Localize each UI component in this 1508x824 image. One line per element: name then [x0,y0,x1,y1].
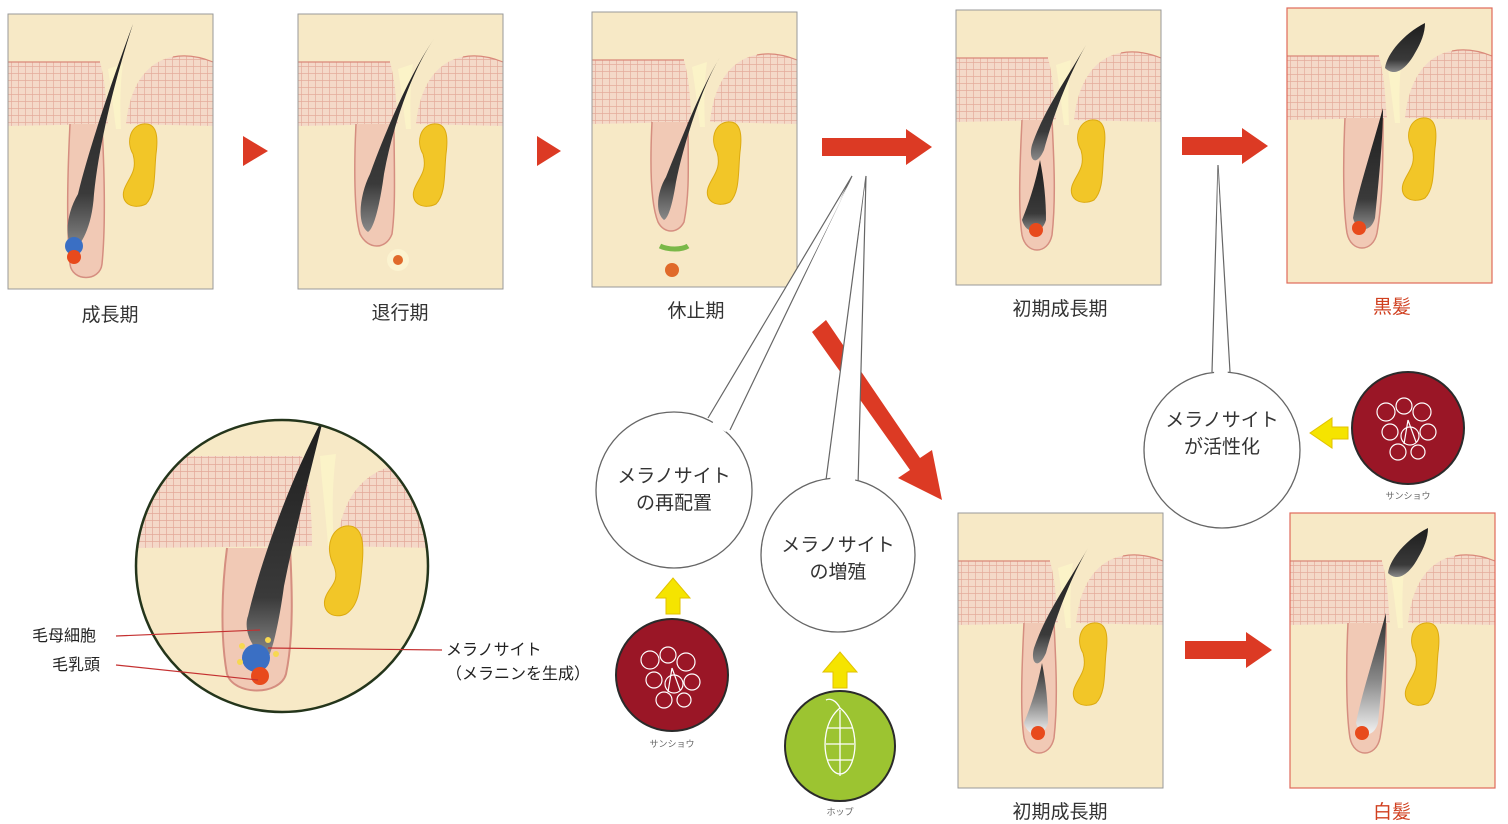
label-early-anagen-bottom: 初期成長期 [1012,801,1108,823]
bubble-proliferation-line1: メラノサイト [781,534,895,556]
bubble-proliferation-line2: の増殖 [809,561,867,583]
sansho-circle-2 [1351,371,1465,485]
label-catagen: 退行期 [371,302,429,324]
panel-early-anagen-bottom [957,512,1164,789]
panel-telogen [591,11,798,288]
bubble-activation [1143,164,1301,529]
panel-early-anagen-top [955,9,1162,286]
annotation-melanocyte-line2: （メラニンを生成） [446,664,591,683]
magnified-follicle [134,418,430,714]
arrow-early-top-to-black [1182,128,1268,164]
arrow-early-bottom-to-white [1185,632,1272,668]
bubble-relocation-line1: メラノサイト [617,465,731,487]
bubble-proliferation-text: メラノサイト の増殖 [768,532,908,586]
bubble-activation-line2: が活性化 [1183,436,1260,458]
bubble-proliferation [760,175,916,633]
panel-anagen [7,13,214,290]
arrow-yellow-hop [821,651,859,689]
annotation-melanocyte: メラノサイト （メラニンを生成） [446,638,590,686]
panel-catagen [297,13,504,290]
panel-white-hair [1289,512,1496,789]
label-early-anagen-top: 初期成長期 [1012,298,1108,320]
label-sansho-1: サンショウ [649,740,695,750]
label-black-hair: 黒髪 [1372,296,1411,318]
label-telogen: 休止期 [667,300,725,322]
arrow-yellow-sansho-1 [654,577,692,615]
sansho-circle-1 [615,618,729,732]
arrow-catagen-to-telogen [537,136,561,166]
arrow-telogen-to-early-top [822,129,932,165]
annotation-matrix-cell: 毛母細胞 [32,626,97,645]
label-anagen: 成長期 [81,304,139,326]
bubble-activation-text: メラノサイト が活性化 [1152,407,1292,461]
bubble-relocation-line2: の再配置 [635,492,712,514]
annotation-lines [115,629,443,681]
bubble-relocation-text: メラノサイト の再配置 [604,463,744,517]
annotation-melanocyte-line1: メラノサイト [446,640,542,659]
bubble-activation-line1: メラノサイト [1165,409,1279,431]
panel-black-hair [1286,7,1493,284]
bubble-relocation [595,175,853,569]
arrow-anagen-to-catagen [243,136,268,166]
label-sansho-2: サンショウ [1385,492,1431,502]
annotation-dermal-papilla: 毛乳頭 [52,655,101,674]
arrow-yellow-sansho-2 [1309,417,1349,449]
hop-circle [784,690,896,802]
label-white-hair: 白髪 [1372,801,1411,823]
label-hop: ホップ [826,808,854,818]
